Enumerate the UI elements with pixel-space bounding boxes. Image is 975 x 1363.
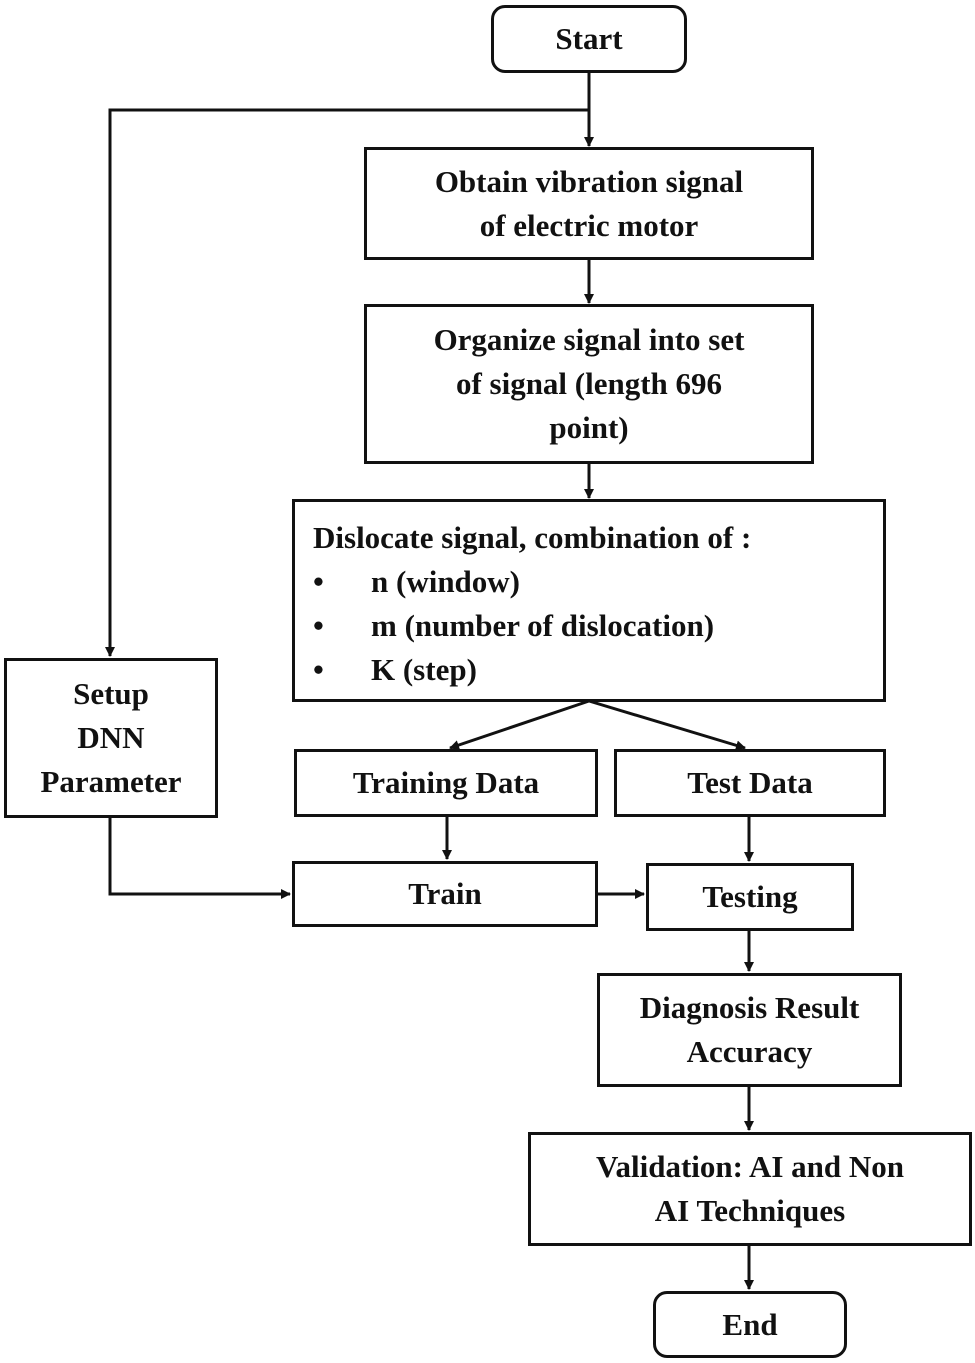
edge-start-setup bbox=[105, 108, 589, 657]
training-data-node: Training Data bbox=[294, 749, 598, 817]
organize-label-line-2: of signal (length 696 bbox=[455, 366, 723, 401]
dislocate-item-label: m (number of dislocation) bbox=[371, 608, 715, 643]
dislocate-signal-node: Dislocate signal, combination of : • n (… bbox=[292, 499, 886, 702]
obtain-label-line-1: Obtain vibration signal bbox=[434, 163, 744, 199]
start-label: Start bbox=[555, 21, 623, 56]
dislocate-item-step: • K (step) bbox=[313, 648, 477, 692]
start-node: Start bbox=[491, 5, 687, 73]
dislocate-item-label: K (step) bbox=[371, 652, 477, 687]
edge-setup-train bbox=[108, 817, 291, 899]
training-data-label: Training Data bbox=[352, 765, 540, 800]
setup-label-line-2: DNN bbox=[77, 720, 145, 755]
testing-node: Testing bbox=[646, 863, 854, 931]
organize-signal-node: Organize signal into set of signal (leng… bbox=[364, 304, 814, 464]
diagnosis-result-node: Diagnosis Result Accuracy bbox=[597, 973, 902, 1087]
setup-dnn-node: Setup DNN Parameter bbox=[4, 658, 218, 818]
dislocate-title: Dislocate signal, combination of : bbox=[313, 520, 752, 555]
dislocate-item-dislocation: • m (number of dislocation) bbox=[313, 604, 714, 648]
validation-label-line-2: AI Techniques bbox=[654, 1193, 846, 1228]
organize-label-line-1: Organize signal into set bbox=[433, 322, 745, 357]
dislocate-item-label: n (window) bbox=[371, 564, 521, 599]
train-node: Train bbox=[292, 861, 598, 927]
obtain-label-line-2: of electric motor bbox=[479, 207, 699, 243]
validation-node: Validation: AI and Non AI Techniques bbox=[528, 1132, 972, 1246]
setup-label-line-3: Parameter bbox=[40, 764, 182, 799]
bullet-icon: • bbox=[313, 564, 324, 599]
bullet-icon: • bbox=[313, 652, 324, 687]
obtain-signal-node: Obtain vibration signal of electric moto… bbox=[364, 147, 814, 260]
organize-label-line-3: point) bbox=[549, 410, 629, 445]
diagnosis-label-line-1: Diagnosis Result bbox=[639, 990, 860, 1025]
test-data-label: Test Data bbox=[687, 765, 813, 800]
testing-label: Testing bbox=[702, 879, 798, 914]
end-label: End bbox=[722, 1306, 778, 1342]
edge-dislocate-training-data bbox=[449, 699, 590, 750]
edge-dislocate-test-data bbox=[588, 699, 746, 751]
setup-label-line-1: Setup bbox=[73, 676, 149, 711]
test-data-node: Test Data bbox=[614, 749, 886, 817]
dislocate-item-window: • n (window) bbox=[313, 560, 520, 604]
validation-label-line-1: Validation: AI and Non bbox=[595, 1149, 905, 1184]
bullet-icon: • bbox=[313, 608, 324, 643]
end-node: End bbox=[653, 1291, 847, 1358]
train-label: Train bbox=[408, 876, 482, 911]
diagnosis-label-line-2: Accuracy bbox=[686, 1034, 813, 1069]
